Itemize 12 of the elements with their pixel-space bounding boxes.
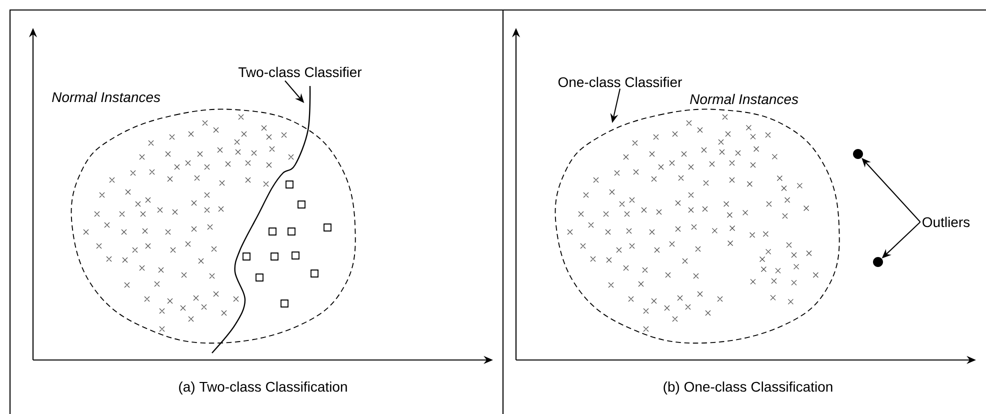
- region-label: Normal Instances: [690, 94, 798, 104]
- panel-caption: (a) Two-class Classification: [179, 381, 347, 395]
- dashed-boundary: [554, 108, 840, 344]
- outlier-dot: [853, 149, 863, 159]
- callout-text: One-class Classifier: [558, 76, 682, 88]
- callout-text: Two-class Classifier: [238, 66, 362, 78]
- outlier-dot: [873, 257, 883, 267]
- dashed-boundary: [70, 108, 356, 344]
- callout-text: Outliers: [922, 216, 970, 228]
- region-label: Normal Instances: [52, 92, 160, 102]
- classifier-curve: [212, 86, 311, 354]
- panel-caption: (b) One-class Classification: [664, 381, 832, 395]
